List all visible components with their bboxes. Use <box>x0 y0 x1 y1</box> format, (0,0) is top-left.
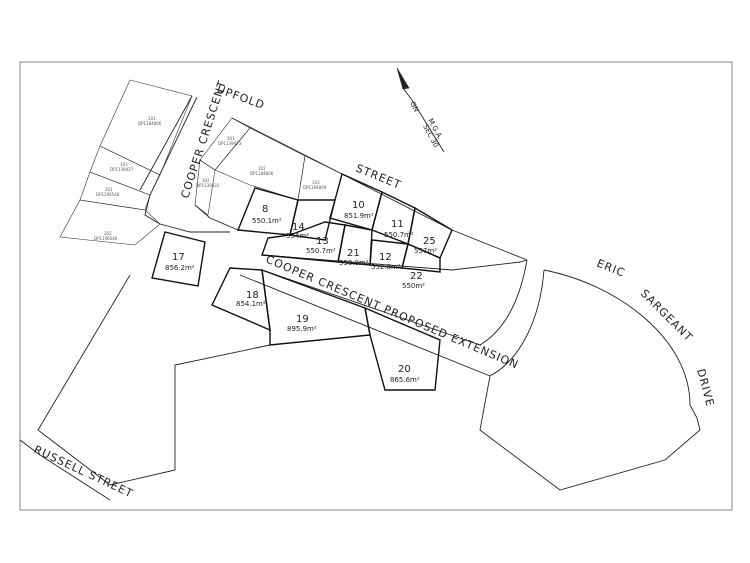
existing-lot-dp-301: DP1139473 <box>218 141 242 146</box>
extension-bend-north <box>479 259 528 346</box>
eric-sargeant-drive-edge <box>543 269 691 406</box>
lot-14-boundary <box>289 199 336 241</box>
existing-lot-102 <box>214 127 306 201</box>
lot-22-area: 550m² <box>402 282 425 290</box>
north-arrow-shaft <box>402 87 413 101</box>
existing-lot-dp-201: DP1106540 <box>96 192 120 197</box>
lot-17-area: 856.2m² <box>165 264 195 272</box>
lot-12-number: 12 <box>379 252 392 263</box>
street-labels: UPFOLD STREET COOPER CRESCENT COOPER CRE… <box>32 78 717 500</box>
lot-14-number: 14 <box>292 222 305 233</box>
north-arrow: GN M.G.A. SEC 30 <box>396 67 445 153</box>
russell-street-edge <box>19 439 111 501</box>
existing-lot-label-202: 202 <box>104 231 112 236</box>
existing-lot-101 <box>99 79 193 176</box>
lot-22-number: 22 <box>410 271 423 282</box>
lot-22-boundary <box>401 243 441 273</box>
extension-north-edge <box>261 254 528 271</box>
lot-20-area: 865.6m² <box>390 376 420 384</box>
lot-25-number: 25 <box>423 236 436 247</box>
cooper-crescent-edge-west <box>139 95 193 191</box>
lot-18-area: 854.1m² <box>236 300 266 308</box>
lot-18-boundary <box>211 267 271 332</box>
existing-lot-label-201: 201 <box>105 187 113 192</box>
lot-10-area: 851.9m² <box>344 212 374 220</box>
lot-8-area: 550.1m² <box>252 217 282 225</box>
lot-17-boundary <box>151 231 206 287</box>
lot-10-number: 10 <box>352 200 365 211</box>
existing-lots: 101 DP1184806 103 DP1139427 201 DP110654… <box>59 79 343 246</box>
lot-8-number: 8 <box>262 204 268 215</box>
street-edge-top <box>231 117 528 261</box>
existing-lot-label-302: 302 <box>202 178 210 183</box>
lot-11-area: 550.7m² <box>384 231 414 239</box>
lot-12-area: 552.8m² <box>371 263 401 271</box>
street-label-sargeant: SARGEANT <box>638 287 695 344</box>
north-arrow-head <box>396 67 410 90</box>
plan-border <box>19 61 733 511</box>
existing-lot-label-101: 101 <box>148 116 156 121</box>
lot-19-number: 19 <box>296 314 309 325</box>
existing-lot-label-102: 102 <box>258 166 266 171</box>
north-arrow-shaft-2 <box>411 99 445 153</box>
lot-20-number: 20 <box>398 364 411 375</box>
existing-lot-label-103: 103 <box>120 162 128 167</box>
existing-lot-201 <box>79 171 151 211</box>
lot-13-number: 13 <box>316 236 329 247</box>
existing-lot-dp-302: DP1139422 <box>196 183 220 188</box>
lot-13-area: 550.7m² <box>306 247 336 255</box>
existing-lot-dp-102: DP1184806 <box>250 171 274 176</box>
existing-lot-dp-103b: DP1194809 <box>303 185 327 190</box>
existing-lot-label-301: 301 <box>227 136 235 141</box>
street-label-street: STREET <box>354 162 403 192</box>
extension-bend-south <box>489 269 545 377</box>
road-edges <box>19 95 701 501</box>
existing-lot-dp-103: DP1139427 <box>110 167 134 172</box>
street-edge-lower <box>194 204 239 231</box>
lot-21-area: 550.8m² <box>339 259 369 267</box>
proposed-lots: 8 550.1m² 14 554m² 10 851.9m² 11 550.7m²… <box>151 173 453 391</box>
existing-lot-dp-101: DP1184806 <box>138 121 162 126</box>
drive-corner <box>689 404 698 419</box>
lot-19-area: 895.9m² <box>287 325 317 333</box>
street-label-drive: DRIVE <box>694 367 717 408</box>
lot-11-number: 11 <box>391 219 404 230</box>
south-parcel-outline <box>37 274 371 486</box>
extension-south-edge <box>261 269 481 346</box>
lot-17-number: 17 <box>172 252 185 263</box>
lot-10-boundary <box>329 173 383 231</box>
lot-21-number: 21 <box>347 248 360 259</box>
extension-lower-edge <box>239 274 491 377</box>
existing-lot-202 <box>59 199 161 246</box>
street-label-eric: ERIC <box>595 257 627 280</box>
lot-20-boundary <box>364 306 441 391</box>
existing-lot-label-103b: 103 <box>312 180 320 185</box>
existing-lot-302 <box>194 159 216 216</box>
lot-18-number: 18 <box>246 290 259 301</box>
lot-25-area: 557m² <box>414 247 437 255</box>
lot-14-area: 554m² <box>286 232 309 240</box>
lot-19-boundary <box>261 268 371 346</box>
existing-lot-dp-202: DP1106540 <box>94 236 118 241</box>
street-label-russell: RUSSELL STREET <box>32 443 136 501</box>
southeast-parcel-outline <box>479 375 701 491</box>
